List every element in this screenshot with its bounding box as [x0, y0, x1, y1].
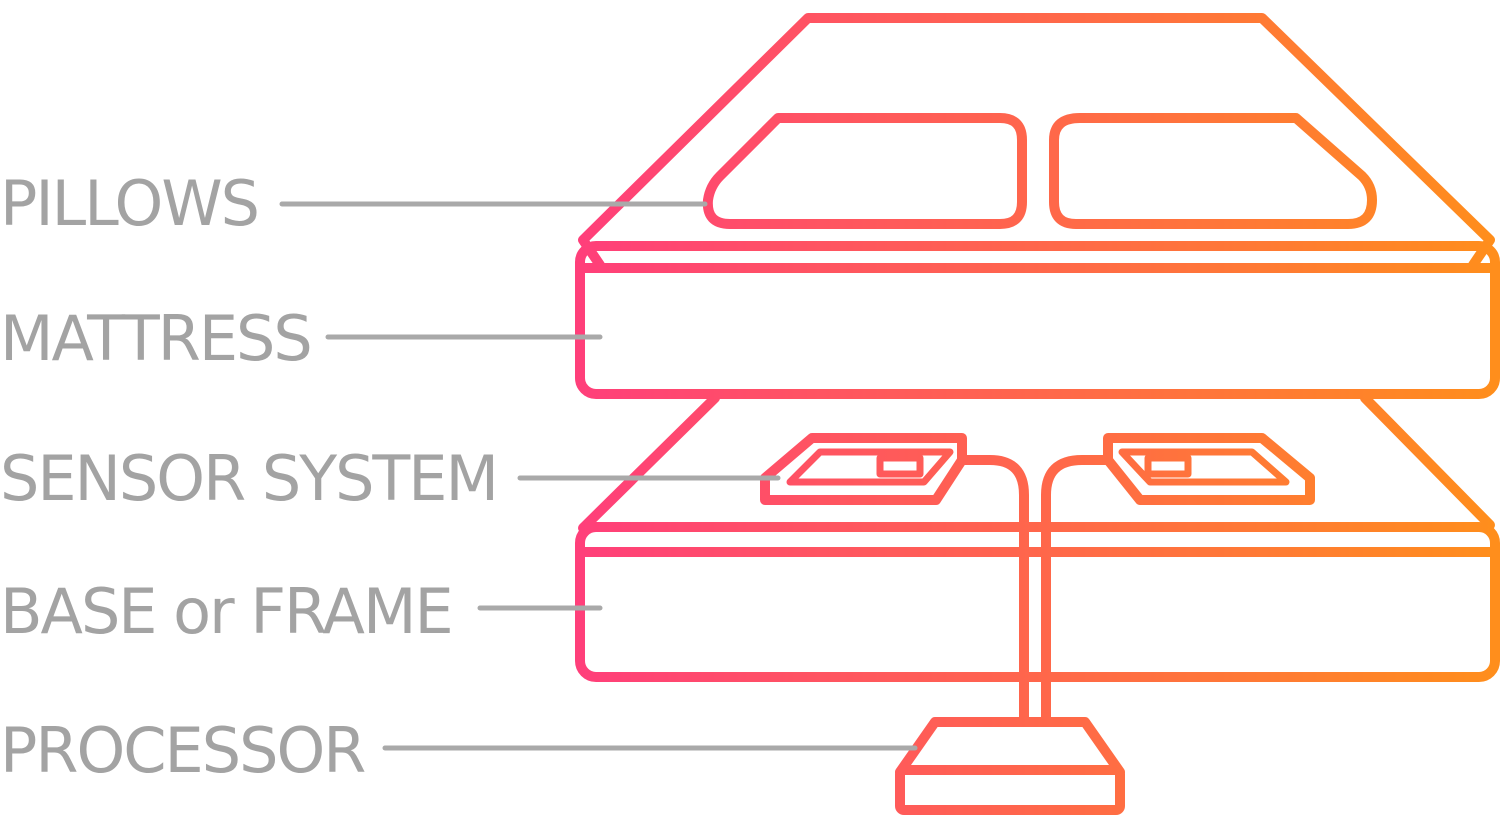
pillows-illustration [702, 113, 1377, 229]
label-sensor-system: SENSOR SYSTEM [0, 442, 781, 515]
label-mattress-text: MATTRESS [0, 302, 311, 375]
cables-illustration [957, 455, 1113, 727]
label-processor-text: PROCESSOR [0, 714, 365, 787]
base-illustration [575, 393, 1500, 682]
label-base-or-frame-text: BASE or FRAME [0, 575, 452, 648]
mattress-illustration [575, 13, 1500, 399]
processor-illustration [895, 717, 1125, 815]
sensor-pads-illustration [760, 433, 1315, 505]
label-base-or-frame: BASE or FRAME [0, 575, 603, 648]
label-sensor-system-text: SENSOR SYSTEM [0, 442, 497, 515]
label-processor: PROCESSOR [0, 714, 918, 787]
label-mattress: MATTRESS [0, 302, 603, 375]
label-pillows: PILLOWS [0, 167, 708, 240]
label-pillows-text: PILLOWS [0, 167, 258, 240]
